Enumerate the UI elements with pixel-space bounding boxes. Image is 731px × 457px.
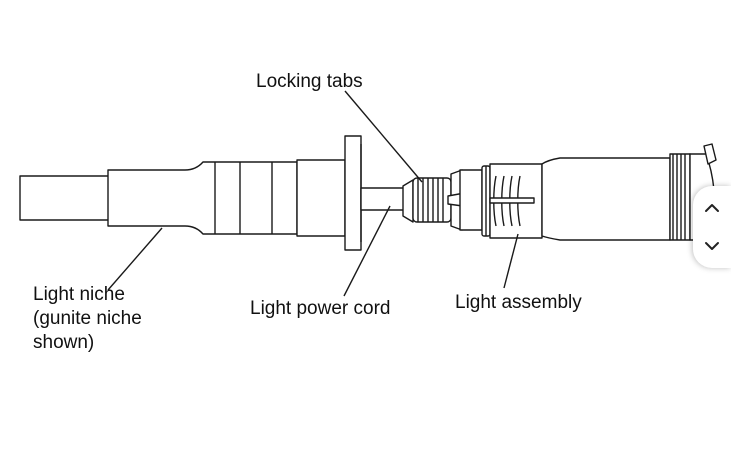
label-locking-tabs: Locking tabs	[256, 71, 363, 92]
label-light-niche-line-1: Light niche	[33, 284, 125, 305]
leader-light-power-cord	[343, 205, 391, 297]
label-light-niche: Light niche (gunite niche shown)	[33, 283, 142, 355]
leader-light-assembly	[503, 233, 519, 289]
label-light-assembly: Light assembly	[455, 292, 582, 313]
chevron-down-icon	[705, 242, 719, 250]
scroll-down-button[interactable]	[693, 227, 731, 265]
light-power-cord	[360, 187, 406, 211]
light-niche	[19, 135, 362, 251]
scroll-up-button[interactable]	[693, 189, 731, 227]
scroll-control	[693, 186, 731, 268]
chevron-up-icon	[705, 204, 719, 212]
leader-light-niche	[107, 227, 163, 291]
label-light-power-cord: Light power cord	[250, 298, 391, 319]
label-light-niche-line-2: (gunite niche	[33, 308, 142, 329]
light-assembly	[459, 143, 717, 241]
leader-locking-tabs	[344, 90, 423, 183]
cord-connector	[402, 169, 471, 231]
leader-lines	[107, 90, 519, 297]
label-light-niche-line-3: shown)	[33, 332, 95, 353]
